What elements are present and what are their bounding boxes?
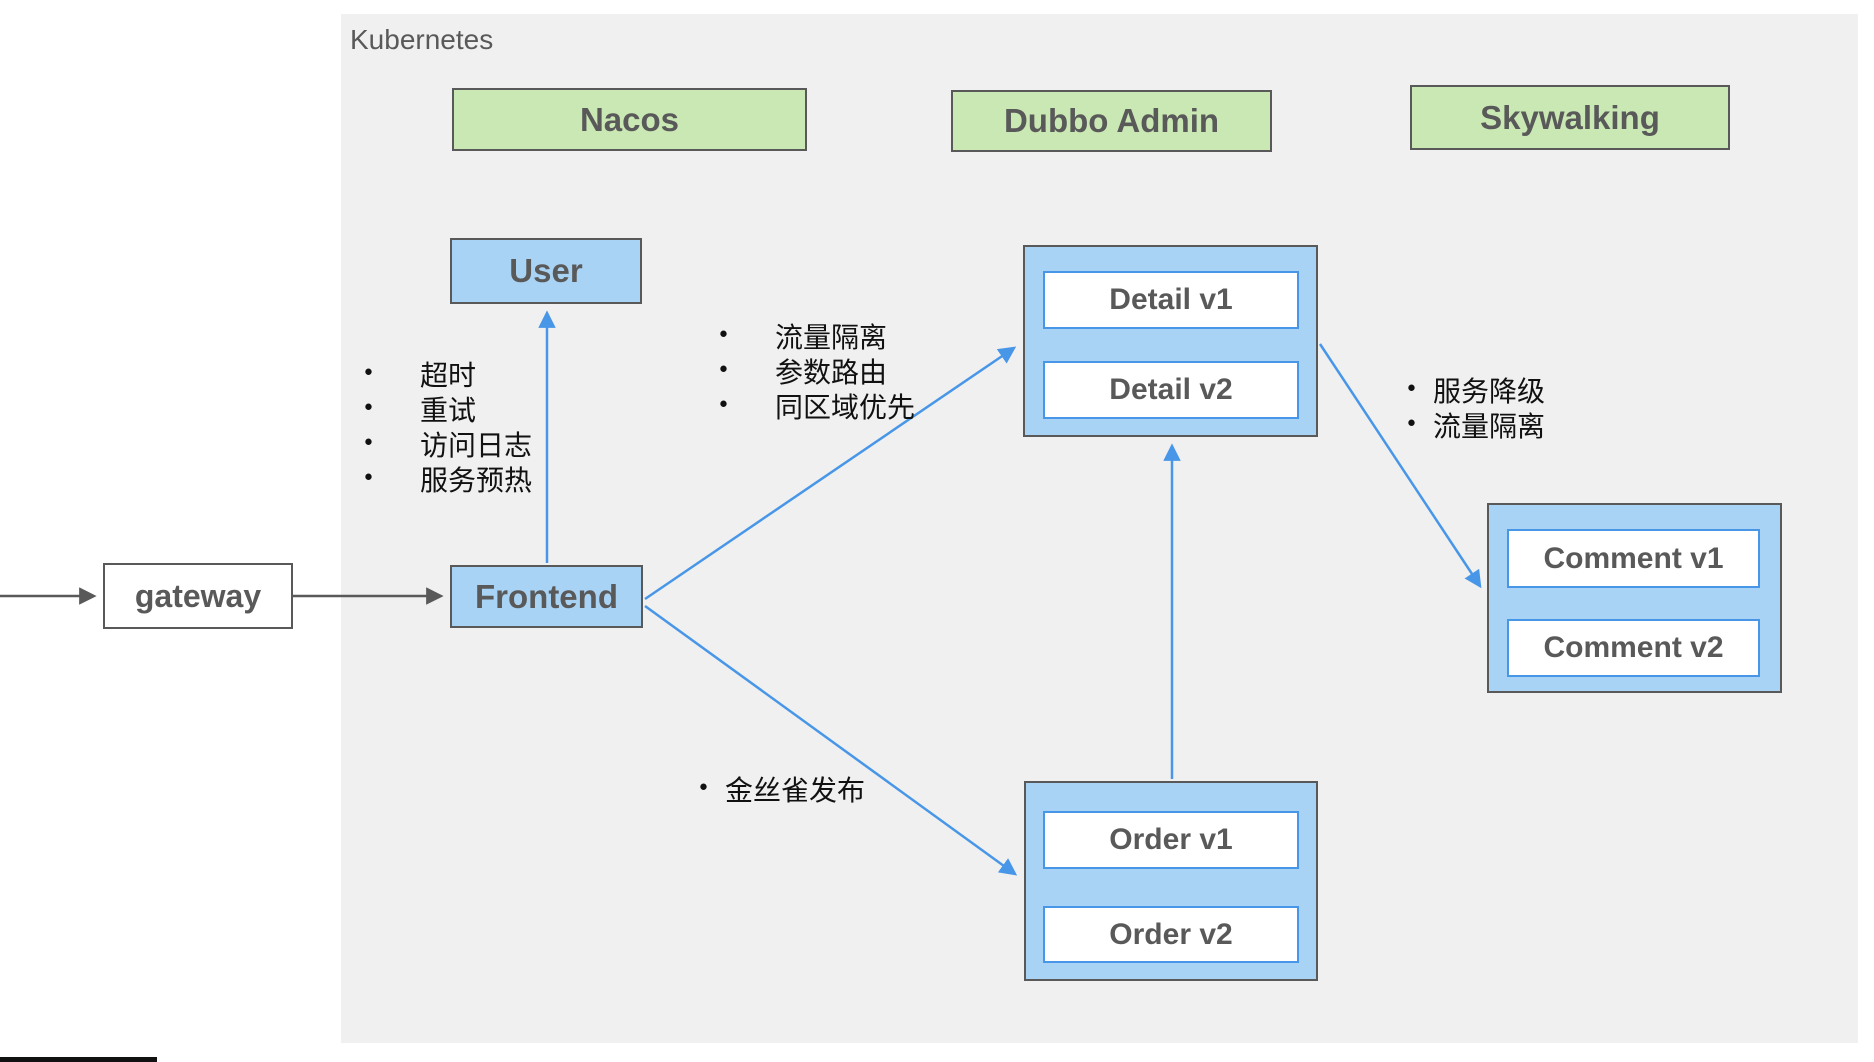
order-v1-label: Order v1 [1109, 823, 1233, 856]
order-v2-label: Order v2 [1109, 917, 1233, 951]
frontend-box: Frontend [450, 565, 643, 628]
note-text: 参数路由 [775, 355, 888, 389]
bullet-icon: • [362, 361, 375, 386]
note-text: 同区域优先 [775, 390, 916, 424]
note-text: 访问日志 [420, 428, 533, 462]
note-text: 金丝雀发布 [725, 773, 866, 807]
bullet-icon: • [717, 358, 730, 383]
bullet-icon: • [362, 466, 375, 491]
comment-v2-pod: Comment v2 [1507, 619, 1760, 677]
comment-v1-label: Comment v1 [1543, 541, 1724, 575]
bullet-icon: • [717, 393, 730, 418]
skywalking-box: Skywalking [1410, 85, 1730, 150]
note-item: • 参数路由 [717, 353, 915, 389]
note-item: • 超时 [362, 356, 532, 392]
note-text: 重试 [420, 393, 477, 427]
note-item: • 流量隔离 [1405, 407, 1546, 443]
gateway-label: gateway [134, 577, 262, 614]
note-frontend-user: • 超时 • 重试 • 访问日志 • 服务预热 [362, 356, 533, 497]
bullet-icon: • [717, 323, 730, 348]
detail-v1-pod: Detail v1 [1043, 271, 1299, 329]
comment-v2-label: Comment v2 [1543, 631, 1724, 664]
bullet-icon: • [697, 776, 710, 801]
note-text: 流量隔离 [1433, 409, 1546, 443]
note-item: • 服务降级 [1405, 372, 1546, 408]
detail-group: Detail v1 Detail v2 [1023, 245, 1318, 437]
bottom-edge-line [0, 1057, 157, 1062]
gateway-box: gateway [103, 563, 293, 629]
bullet-icon: • [362, 431, 375, 456]
note-item: • 重试 [362, 391, 532, 427]
nacos-label: Nacos [579, 100, 680, 138]
comment-v1-pod: Comment v1 [1507, 529, 1760, 588]
order-v2-pod: Order v2 [1043, 906, 1299, 963]
dubbo-admin-box: Dubbo Admin [951, 90, 1272, 152]
user-label: User [509, 252, 583, 289]
bullet-icon: • [1405, 412, 1418, 437]
note-text: 服务预热 [420, 463, 533, 497]
dubbo-admin-label: Dubbo Admin [1003, 102, 1220, 139]
order-v1-pod: Order v1 [1043, 811, 1299, 869]
kubernetes-region-label: Kubernetes [350, 24, 494, 55]
note-detail-comment: • 服务降级 • 流量隔离 [1405, 372, 1546, 443]
detail-v1-label: Detail v1 [1109, 283, 1233, 316]
user-box: User [450, 238, 642, 304]
note-item: • 金丝雀发布 [697, 771, 866, 807]
bullet-icon: • [1405, 377, 1418, 402]
nacos-box: Nacos [452, 88, 807, 151]
note-text: 流量隔离 [775, 320, 888, 354]
frontend-label: Frontend [475, 577, 618, 615]
detail-v2-label: Detail v2 [1109, 373, 1233, 406]
note-item: • 流量隔离 [717, 318, 915, 354]
note-text: 超时 [420, 358, 477, 392]
note-item: • 访问日志 [362, 426, 533, 462]
bullet-icon: • [362, 396, 375, 421]
detail-v2-pod: Detail v2 [1043, 361, 1299, 419]
note-frontend-detail: • 流量隔离 • 参数路由 • 同区域优先 [717, 318, 916, 424]
note-item: • 同区域优先 [717, 388, 916, 424]
note-item: • 服务预热 [362, 461, 533, 497]
comment-group: Comment v1 Comment v2 [1487, 503, 1782, 693]
note-text: 服务降级 [1433, 374, 1546, 408]
skywalking-label: Skywalking [1480, 98, 1660, 136]
note-frontend-order: • 金丝雀发布 [697, 771, 866, 807]
order-group: Order v1 Order v2 [1024, 781, 1318, 981]
